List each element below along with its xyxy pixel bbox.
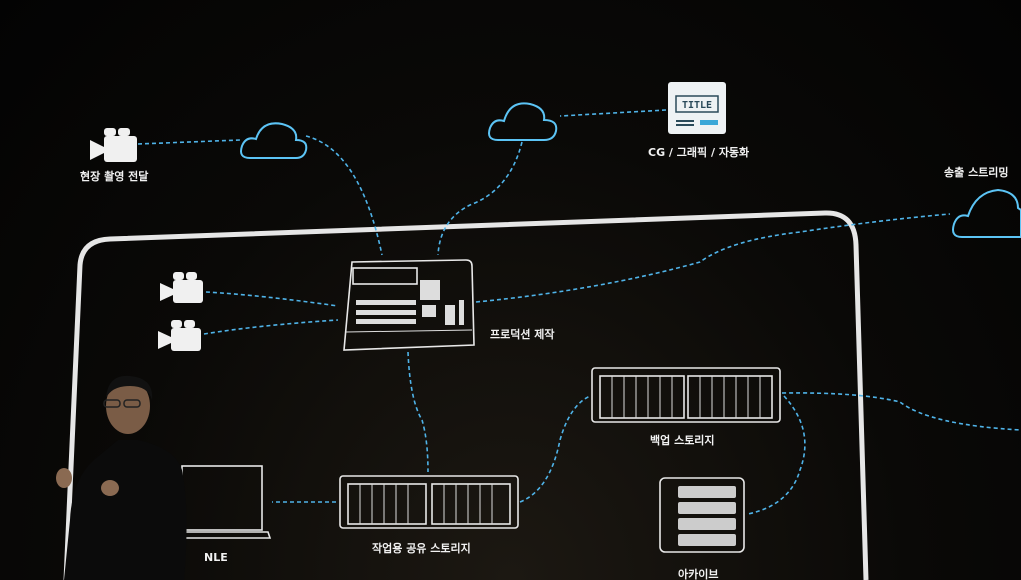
backup-storage-icon <box>591 367 781 423</box>
title-graphic-icon: TITLE <box>668 82 726 134</box>
camera-icon <box>90 128 137 162</box>
screen-frame <box>63 210 869 580</box>
camera-icon <box>158 320 201 351</box>
laptop-icon <box>174 465 272 539</box>
label-streaming: 송출 스트리밍 <box>944 166 1009 179</box>
shared-storage-icon <box>339 475 519 529</box>
cloud-icon <box>952 188 1021 238</box>
label-shared-storage: 작업용 공유 스토리지 <box>372 542 471 555</box>
label-nle: NLE <box>204 551 228 564</box>
label-production: 프로덕션 제작 <box>490 328 555 341</box>
speaker-person <box>56 375 187 580</box>
cloud-icon <box>488 102 558 141</box>
connection-lines <box>137 109 1021 515</box>
label-cg-graphics: CG / 그래픽 / 자동화 <box>648 146 750 159</box>
label-backup-storage: 백업 스토리지 <box>650 434 715 447</box>
label-field-delivery: 현장 촬영 전달 <box>80 170 149 183</box>
production-switcher-icon <box>343 259 475 351</box>
label-archive: 아카이브 <box>678 568 719 580</box>
camera-icon <box>160 272 203 303</box>
cloud-icon <box>240 122 308 159</box>
archive-icon <box>659 477 745 553</box>
title-icon-text: TITLE <box>682 100 712 111</box>
